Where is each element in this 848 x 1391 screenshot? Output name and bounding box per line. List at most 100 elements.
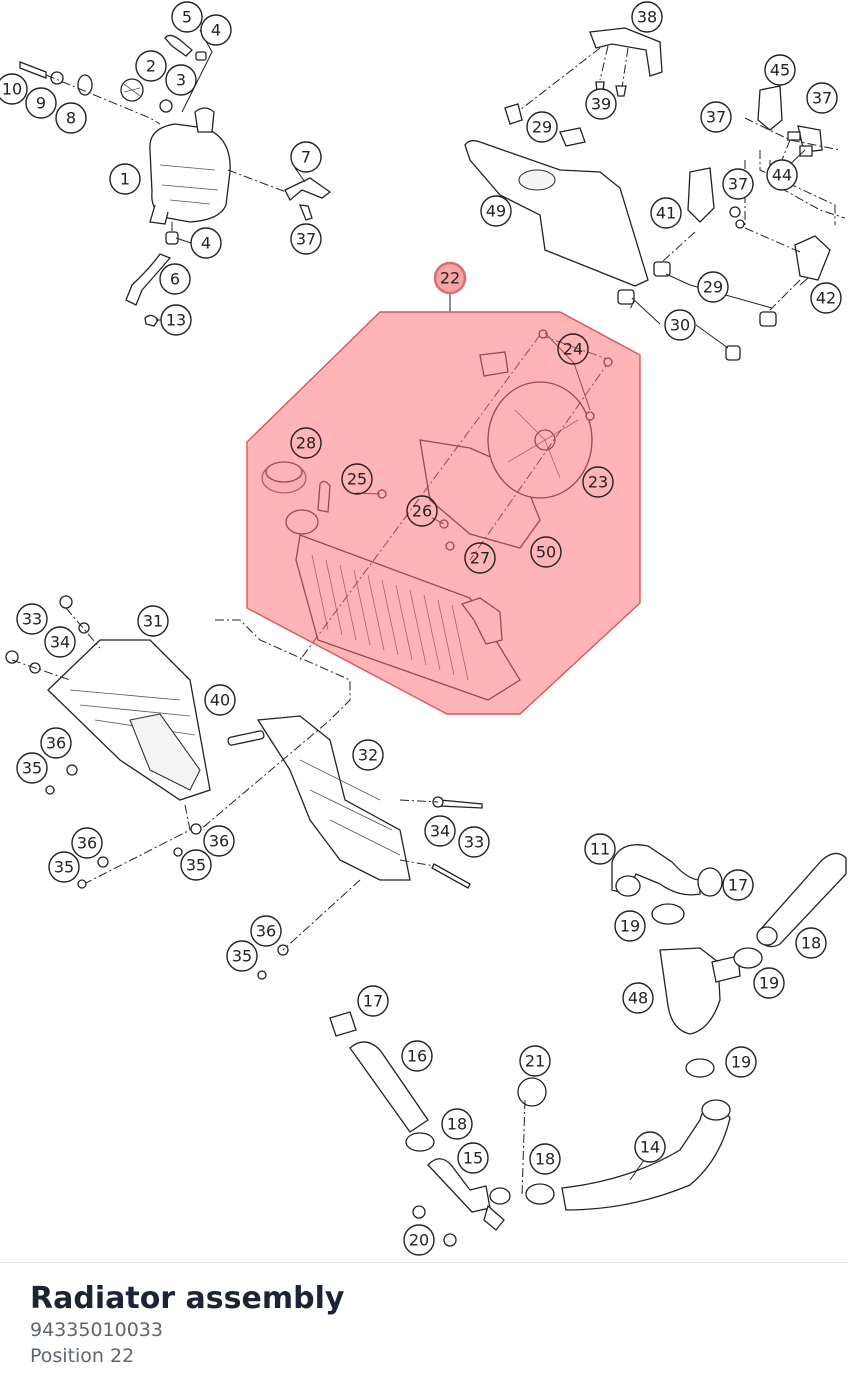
callout-33-text: 33 — [464, 833, 484, 852]
callout-32[interactable]: 32 — [352, 739, 384, 771]
callout-40[interactable]: 40 — [204, 684, 236, 716]
callout-17[interactable]: 17 — [357, 985, 389, 1017]
callout-19[interactable]: 19 — [614, 910, 646, 942]
callout-36[interactable]: 36 — [250, 915, 282, 947]
callout-39[interactable]: 39 — [585, 88, 617, 120]
callout-24[interactable]: 24 — [557, 333, 589, 365]
callout-35[interactable]: 35 — [226, 940, 258, 972]
callout-20[interactable]: 20 — [403, 1224, 435, 1256]
callout-25-text: 25 — [347, 470, 367, 489]
callout-48[interactable]: 48 — [622, 982, 654, 1014]
callout-31[interactable]: 31 — [137, 605, 169, 637]
callout-33[interactable]: 33 — [458, 826, 490, 858]
callout-16[interactable]: 16 — [401, 1040, 433, 1072]
callout-17-text: 17 — [728, 876, 748, 895]
callout-18[interactable]: 18 — [529, 1143, 561, 1175]
callout-21[interactable]: 21 — [519, 1045, 551, 1077]
callout-24-text: 24 — [563, 340, 583, 359]
callout-38[interactable]: 38 — [631, 1, 663, 33]
callout-labels: 5 4 2 3 10 9 8 1 7 37 4 6 13 38 39 29 49… — [0, 1, 842, 1256]
callout-17[interactable]: 17 — [722, 869, 754, 901]
callout-40-text: 40 — [210, 691, 230, 710]
callout-18[interactable]: 18 — [441, 1108, 473, 1140]
hoses-drawing — [329, 844, 847, 1247]
callout-41-text: 41 — [656, 204, 676, 223]
callout-37-text: 37 — [728, 175, 748, 194]
callout-39-text: 39 — [591, 95, 611, 114]
callout-7[interactable]: 7 — [290, 141, 322, 173]
callout-9[interactable]: 9 — [25, 87, 57, 119]
callout-35-text: 35 — [54, 858, 74, 877]
callout-19[interactable]: 19 — [725, 1046, 757, 1078]
callout-44[interactable]: 44 — [766, 159, 798, 191]
callout-28[interactable]: 28 — [290, 427, 322, 459]
callout-19[interactable]: 19 — [753, 967, 785, 999]
callout-11[interactable]: 11 — [584, 833, 616, 865]
callout-4-text: 4 — [201, 234, 211, 253]
part-info-panel: Radiator assembly 94335010033 Position 2… — [0, 1262, 848, 1391]
expansion-tank-drawing — [19, 34, 332, 327]
callout-49[interactable]: 49 — [480, 195, 512, 227]
callout-1-text: 1 — [120, 170, 130, 189]
callout-7-text: 7 — [301, 148, 311, 167]
callout-35[interactable]: 35 — [48, 851, 80, 883]
callout-50[interactable]: 50 — [530, 536, 562, 568]
callout-29-text: 29 — [703, 278, 723, 297]
callout-18[interactable]: 18 — [795, 927, 827, 959]
selected-part-highlight[interactable] — [246, 311, 641, 715]
callout-29[interactable]: 29 — [526, 111, 558, 143]
callout-32-text: 32 — [358, 746, 378, 765]
callout-37[interactable]: 37 — [806, 82, 838, 114]
callout-42[interactable]: 42 — [810, 282, 842, 314]
callout-4[interactable]: 4 — [190, 227, 222, 259]
callout-26-text: 26 — [412, 502, 432, 521]
callout-36[interactable]: 36 — [203, 825, 235, 857]
callout-36-text: 36 — [46, 734, 66, 753]
callout-19-text: 19 — [759, 974, 779, 993]
callout-6[interactable]: 6 — [159, 263, 191, 295]
callout-34[interactable]: 34 — [44, 626, 76, 658]
callout-22-selected[interactable]: 22 — [433, 261, 467, 295]
callout-21-text: 21 — [525, 1052, 545, 1071]
callout-35[interactable]: 35 — [180, 849, 212, 881]
callout-11-text: 11 — [590, 840, 610, 859]
callout-34[interactable]: 34 — [424, 815, 456, 847]
callout-8-text: 8 — [66, 109, 76, 128]
callout-41[interactable]: 41 — [650, 197, 682, 229]
callout-30[interactable]: 30 — [664, 309, 696, 341]
callout-14[interactable]: 14 — [634, 1131, 666, 1163]
callout-33-text: 33 — [22, 610, 42, 629]
callout-45[interactable]: 45 — [764, 54, 796, 86]
callout-37[interactable]: 37 — [290, 223, 322, 255]
callout-25[interactable]: 25 — [341, 463, 373, 495]
callout-4[interactable]: 4 — [200, 14, 232, 46]
part-position: Position 22 — [30, 1345, 135, 1367]
callout-5-text: 5 — [182, 8, 192, 27]
callout-9-text: 9 — [36, 94, 46, 113]
callout-10[interactable]: 10 — [0, 73, 28, 105]
callout-1[interactable]: 1 — [109, 163, 141, 195]
callout-26[interactable]: 26 — [406, 495, 438, 527]
callout-36[interactable]: 36 — [71, 827, 103, 859]
callout-29[interactable]: 29 — [697, 271, 729, 303]
callout-35[interactable]: 35 — [16, 752, 48, 784]
callout-2[interactable]: 2 — [135, 50, 167, 82]
callout-8[interactable]: 8 — [55, 102, 87, 134]
callout-36[interactable]: 36 — [40, 727, 72, 759]
callout-3[interactable]: 3 — [165, 64, 197, 96]
callout-18-text: 18 — [535, 1150, 555, 1169]
callout-31-text: 31 — [143, 612, 163, 631]
callout-15[interactable]: 15 — [457, 1142, 489, 1174]
callout-36-text: 36 — [256, 922, 276, 941]
callout-5[interactable]: 5 — [171, 1, 203, 33]
callout-13[interactable]: 13 — [160, 304, 192, 336]
callout-37[interactable]: 37 — [700, 101, 732, 133]
side-shroud-drawing — [5, 595, 483, 980]
callout-27[interactable]: 27 — [464, 542, 496, 574]
callout-37[interactable]: 37 — [722, 168, 754, 200]
callout-29-text: 29 — [532, 118, 552, 137]
part-number: 94335010033 — [30, 1319, 163, 1341]
callout-33[interactable]: 33 — [16, 603, 48, 635]
callout-22-text: 22 — [440, 269, 460, 288]
callout-23[interactable]: 23 — [582, 466, 614, 498]
